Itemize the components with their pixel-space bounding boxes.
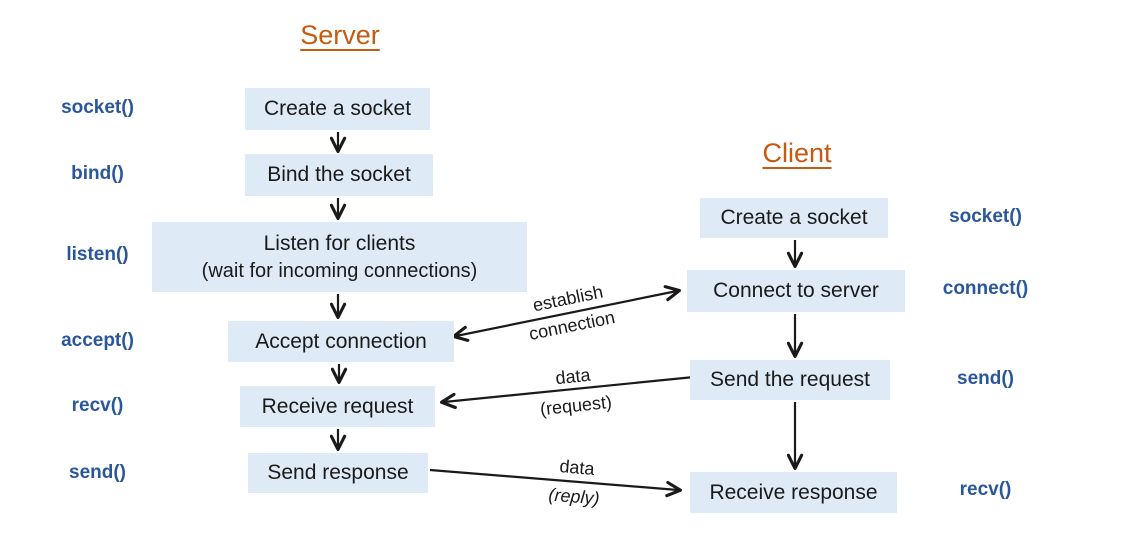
server-api-recv: recv() [71, 395, 124, 416]
reply-label-line1: data [558, 456, 596, 479]
client-api-connect: connect() [942, 278, 1029, 299]
server-step-sublabel: (wait for incoming connections) [201, 259, 478, 282]
server-api-listen: listen() [66, 244, 129, 265]
client-step-label: Connect to server [713, 279, 879, 303]
client-step-receive-response: Receive response [690, 472, 897, 513]
server-step-label: Send response [267, 461, 409, 485]
arrow-establish-connection [452, 285, 681, 342]
client-api-recv: recv() [959, 479, 1012, 500]
arrow-data-request [439, 375, 695, 410]
request-label-line1: data [554, 364, 592, 389]
server-step-label: Listen for clients [263, 232, 416, 256]
server-api-send: send() [69, 462, 126, 483]
server-step-label: Bind the socket [267, 163, 411, 187]
server-title: Server [300, 20, 380, 50]
server-step-label: Create a socket [263, 97, 412, 121]
server-api-socket: socket() [61, 97, 134, 118]
server-step-bind-socket: Bind the socket [245, 154, 433, 196]
server-step-accept: Accept connection [228, 321, 454, 362]
server-step-listen: Listen for clients (wait for incoming co… [152, 222, 527, 292]
arrow-data-reply [429, 468, 683, 498]
server-api-accept: accept() [61, 330, 134, 351]
client-step-send-request: Send the request [690, 360, 890, 400]
client-step-label: Receive response [709, 480, 878, 504]
server-step-label: Receive request [261, 394, 414, 418]
server-step-send-response: Send response [248, 453, 428, 493]
server-api-bind: bind() [71, 163, 124, 184]
server-step-create-socket: Create a socket [245, 88, 430, 130]
reply-label-line2: (reply) [547, 484, 601, 509]
server-step-label: Accept connection [255, 329, 427, 353]
client-step-label: Send the request [710, 368, 870, 392]
client-step-connect: Connect to server [687, 270, 905, 312]
client-title: Client [762, 138, 832, 168]
client-api-socket: socket() [949, 206, 1022, 227]
client-api-send: send() [957, 368, 1014, 389]
client-step-label: Create a socket [720, 206, 868, 230]
client-step-create-socket: Create a socket [700, 198, 888, 238]
server-step-receive-request: Receive request [240, 386, 435, 427]
